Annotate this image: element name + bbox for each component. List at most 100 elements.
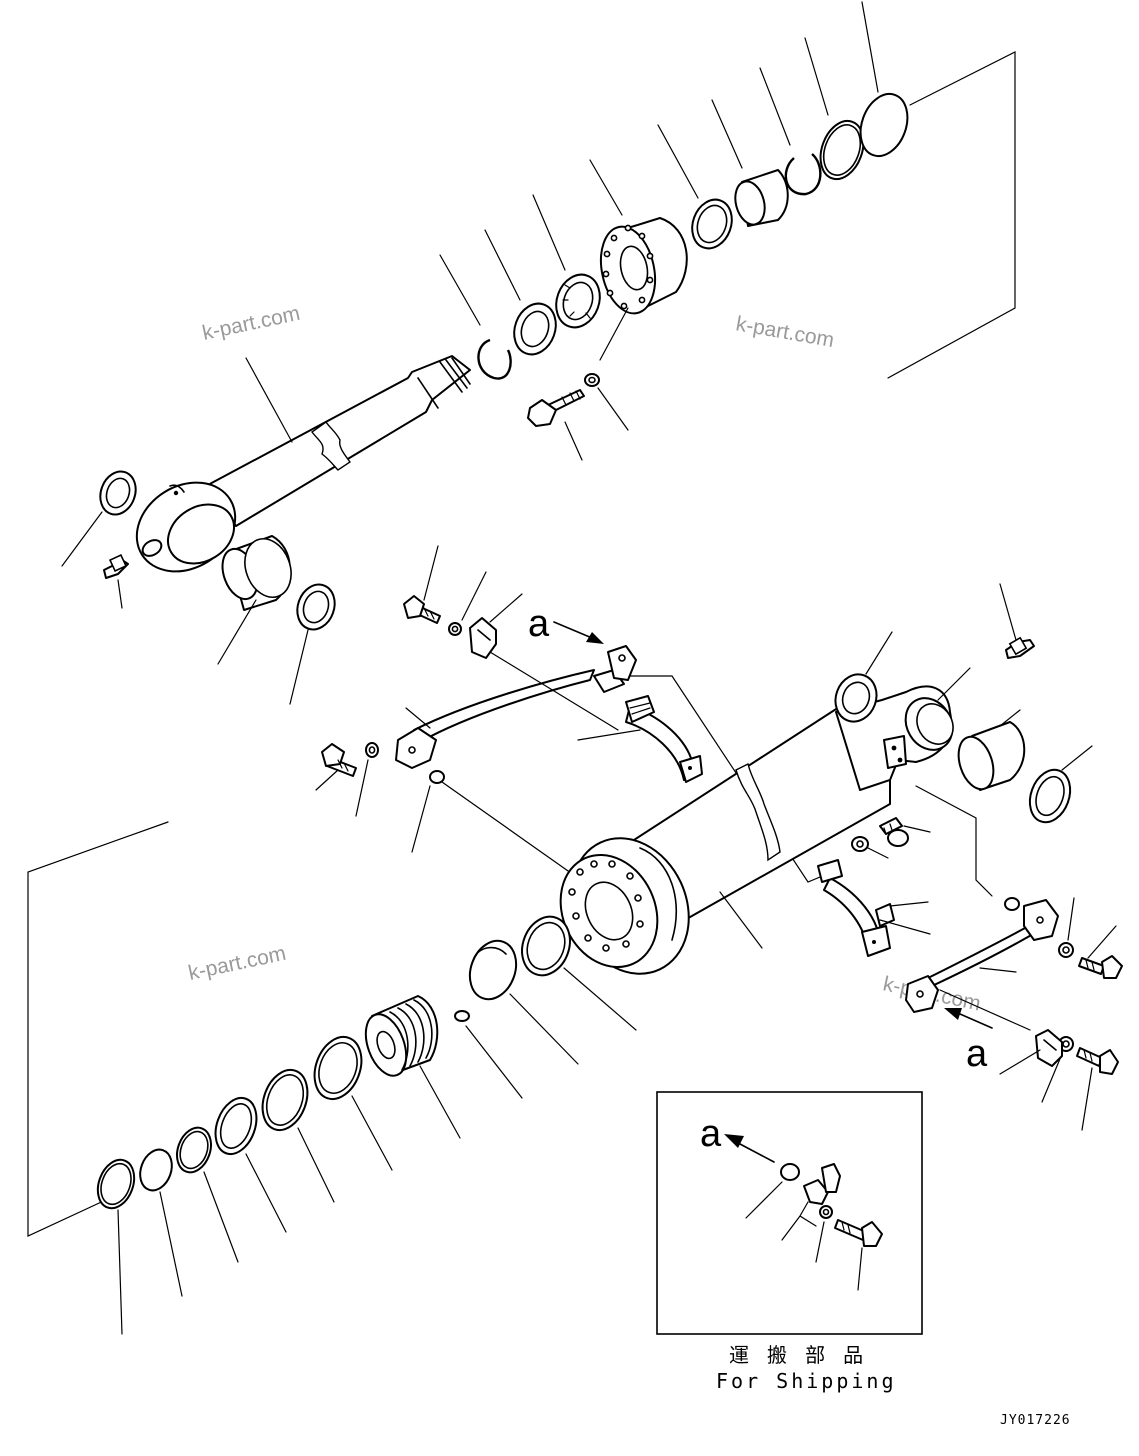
leader-line	[1067, 897, 1075, 941]
leader-line	[1041, 1053, 1063, 1103]
leader-line	[999, 583, 1017, 641]
leader-line	[889, 901, 929, 907]
pipe-bolt-right-upper	[1078, 955, 1123, 979]
watermark-text: k-part.com	[734, 312, 836, 352]
leader-line	[1087, 925, 1117, 959]
leader-line	[999, 1049, 1041, 1075]
band-clamp-lower	[817, 859, 895, 957]
dust-seal-bottom-right	[1028, 768, 1072, 824]
leader-line	[759, 67, 791, 146]
piston-wear-ring-2	[214, 1096, 258, 1156]
leader-line	[804, 37, 829, 116]
pipe-bolt-left	[321, 743, 357, 777]
leader-line	[979, 967, 1017, 973]
leader-line	[441, 781, 579, 879]
leader-line	[297, 1127, 335, 1203]
bushing-rod-end	[221, 535, 292, 611]
plug-washer	[851, 836, 869, 852]
leader-line	[217, 599, 257, 665]
pipe-clamp-right	[1035, 1029, 1063, 1067]
leader-line	[719, 891, 763, 949]
leader-line	[117, 579, 123, 609]
dust-seal-rod-end-upper	[99, 470, 137, 516]
plug-bolt	[879, 817, 909, 847]
leader-line	[861, 1, 879, 93]
leader-line	[61, 511, 103, 567]
pipe-o-ring	[429, 770, 445, 784]
shipping-title-jp: 運 搬 部 品	[729, 1343, 866, 1367]
leader-line	[599, 307, 629, 361]
view-label-a: a	[966, 1033, 988, 1075]
leader-line	[461, 571, 487, 621]
dust-seal-rod-end-lower	[296, 583, 336, 631]
watermark-text: k-part.com	[186, 942, 288, 985]
set-screw	[454, 1010, 470, 1022]
dust-seal-head	[819, 119, 865, 181]
leader-line	[867, 847, 889, 859]
leader-line	[465, 1025, 523, 1099]
view-arrow-lower	[944, 1008, 993, 1029]
snap-ring-head	[784, 153, 822, 196]
cylinder-head	[599, 217, 688, 315]
leader-line	[245, 1153, 287, 1233]
hydraulic-pipe	[395, 645, 637, 769]
tube-o-ring	[96, 1158, 136, 1210]
pipe-washer-right-upper	[1058, 942, 1074, 958]
pipe-clamp-upper	[469, 617, 497, 659]
leader-line	[865, 631, 893, 675]
leader-line	[939, 989, 1031, 1031]
leader-line	[117, 1209, 123, 1335]
head-washer	[584, 373, 600, 387]
head-bolt	[527, 389, 585, 427]
leader-line	[411, 785, 431, 853]
backup-ring	[691, 198, 733, 250]
pipe-o-ring-right	[1004, 897, 1020, 911]
pipe-bolt-right-lower	[1076, 1047, 1119, 1075]
leader-line	[1061, 745, 1093, 771]
leader-line	[423, 545, 439, 601]
piston-rod	[135, 355, 471, 573]
leader-line	[489, 593, 523, 623]
leader-line	[489, 651, 619, 731]
leader-line	[915, 785, 993, 897]
leader-line	[1081, 1067, 1093, 1131]
snap-ring	[477, 338, 512, 380]
leader-line	[439, 254, 481, 326]
shipping-title-en: For Shipping	[716, 1369, 897, 1393]
leader-line	[937, 667, 971, 701]
pipe-washer-upper	[448, 622, 462, 636]
leader-line	[355, 759, 369, 817]
leader-line	[159, 1191, 183, 1297]
leader-line	[315, 769, 339, 791]
leader-line	[999, 709, 1021, 727]
bushing-head	[734, 169, 789, 227]
leader-line	[419, 1065, 461, 1139]
leader-line	[903, 825, 931, 833]
leader-line	[509, 993, 579, 1065]
leader-line	[589, 159, 623, 216]
hydraulic-pipe-right	[905, 899, 1059, 1013]
buffer-ring	[513, 302, 557, 356]
grease-fitting-rod	[103, 553, 129, 579]
o-ring-head	[859, 93, 909, 157]
band-clamp-upper	[625, 695, 703, 783]
view-arrow-upper	[553, 621, 604, 644]
shipping-parts-box: a	[656, 1091, 923, 1335]
dust-seal-bottom-left	[834, 673, 878, 723]
wear-ring	[521, 915, 571, 977]
piston-backup-ring	[261, 1068, 309, 1132]
piston	[364, 995, 439, 1077]
leader-line	[597, 387, 629, 431]
leader-line	[203, 1171, 239, 1263]
leader-line	[405, 707, 431, 729]
leader-line	[484, 229, 521, 301]
leader-line	[351, 1095, 393, 1171]
rod-packing	[555, 273, 601, 329]
pipe-washer-left	[365, 742, 379, 758]
leader-line	[711, 99, 743, 169]
assembly-bracket-left	[27, 821, 169, 1237]
assembly-bracket-top	[887, 51, 1016, 379]
leader-line	[577, 729, 641, 741]
pipe-bolt-upper	[403, 595, 441, 624]
